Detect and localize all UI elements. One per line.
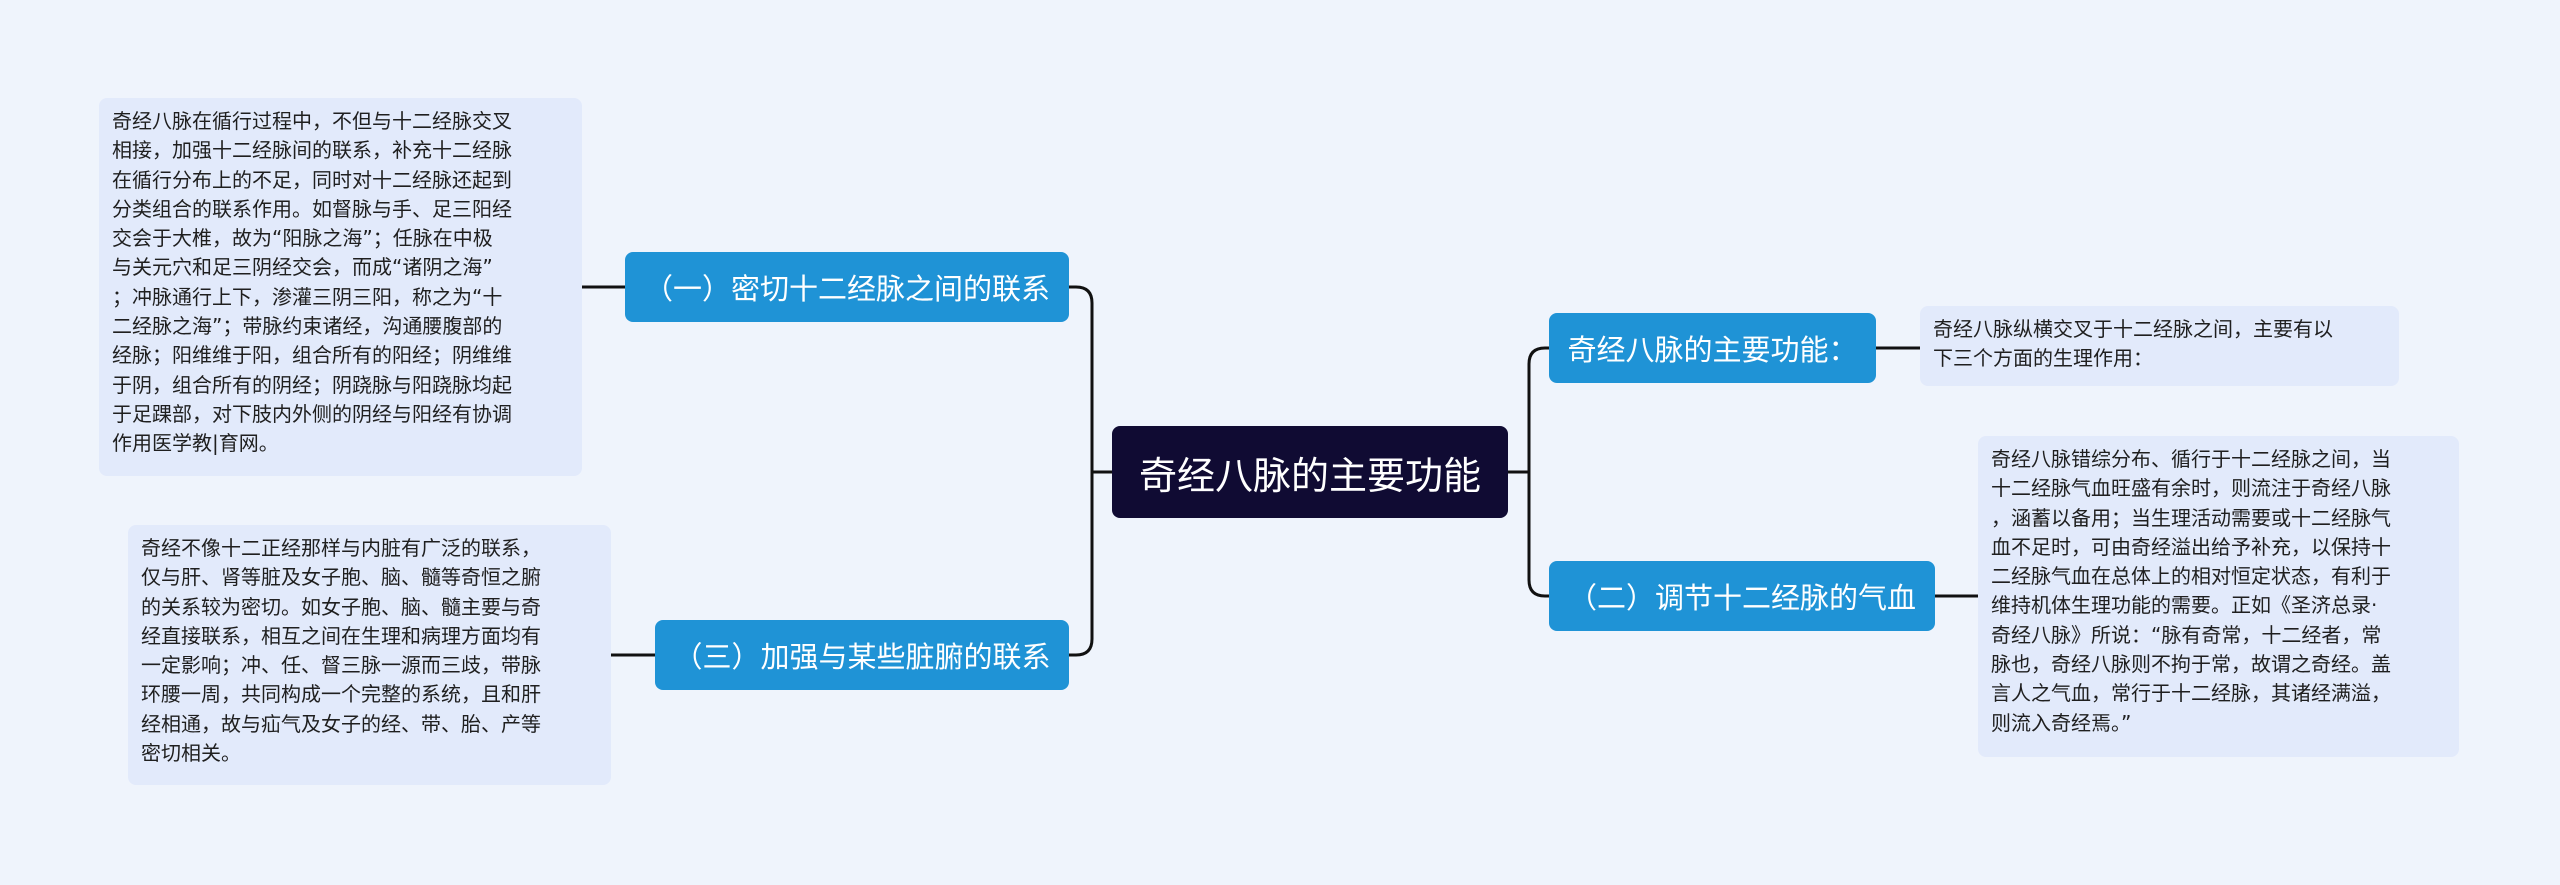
branch-connect-twelve-meridians[interactable]: （一）密切十二经脉之间的联系 [625,252,1069,322]
connector-right-branch-2 [1527,346,1551,474]
detail-main-functions[interactable]: 奇经八脉纵横交叉于十二经脉之间，主要有以 下三个方面的生理作用： [1920,306,2399,386]
detail-connect-twelve-meridians[interactable]: 奇经八脉在循行过程中，不但与十二经脉交叉 相接，加强十二经脉间的联系，补充十二经… [99,98,582,476]
branch-strengthen-organ-connection[interactable]: （三）加强与某些脏腑的联系 [655,620,1069,690]
branch-regulate-qi-blood[interactable]: （二）调节十二经脉的气血 [1549,561,1935,631]
central-topic[interactable]: 奇经八脉的主要功能 [1112,426,1508,518]
connector-left-branch-3 [1067,470,1094,657]
connector-right-branch-4 [1527,470,1551,598]
detail-regulate-qi-blood[interactable]: 奇经八脉错综分布、循行于十二经脉之间，当 十二经脉气血旺盛有余时，则流注于奇经八… [1978,436,2459,757]
detail-strengthen-organ-connection[interactable]: 奇经不像十二正经那样与内脏有广泛的联系， 仅与肝、肾等脏及女子胞、脑、髓等奇恒之… [128,525,611,785]
connector-left-branch-1 [1067,285,1094,474]
branch-main-functions[interactable]: 奇经八脉的主要功能： [1549,313,1876,383]
